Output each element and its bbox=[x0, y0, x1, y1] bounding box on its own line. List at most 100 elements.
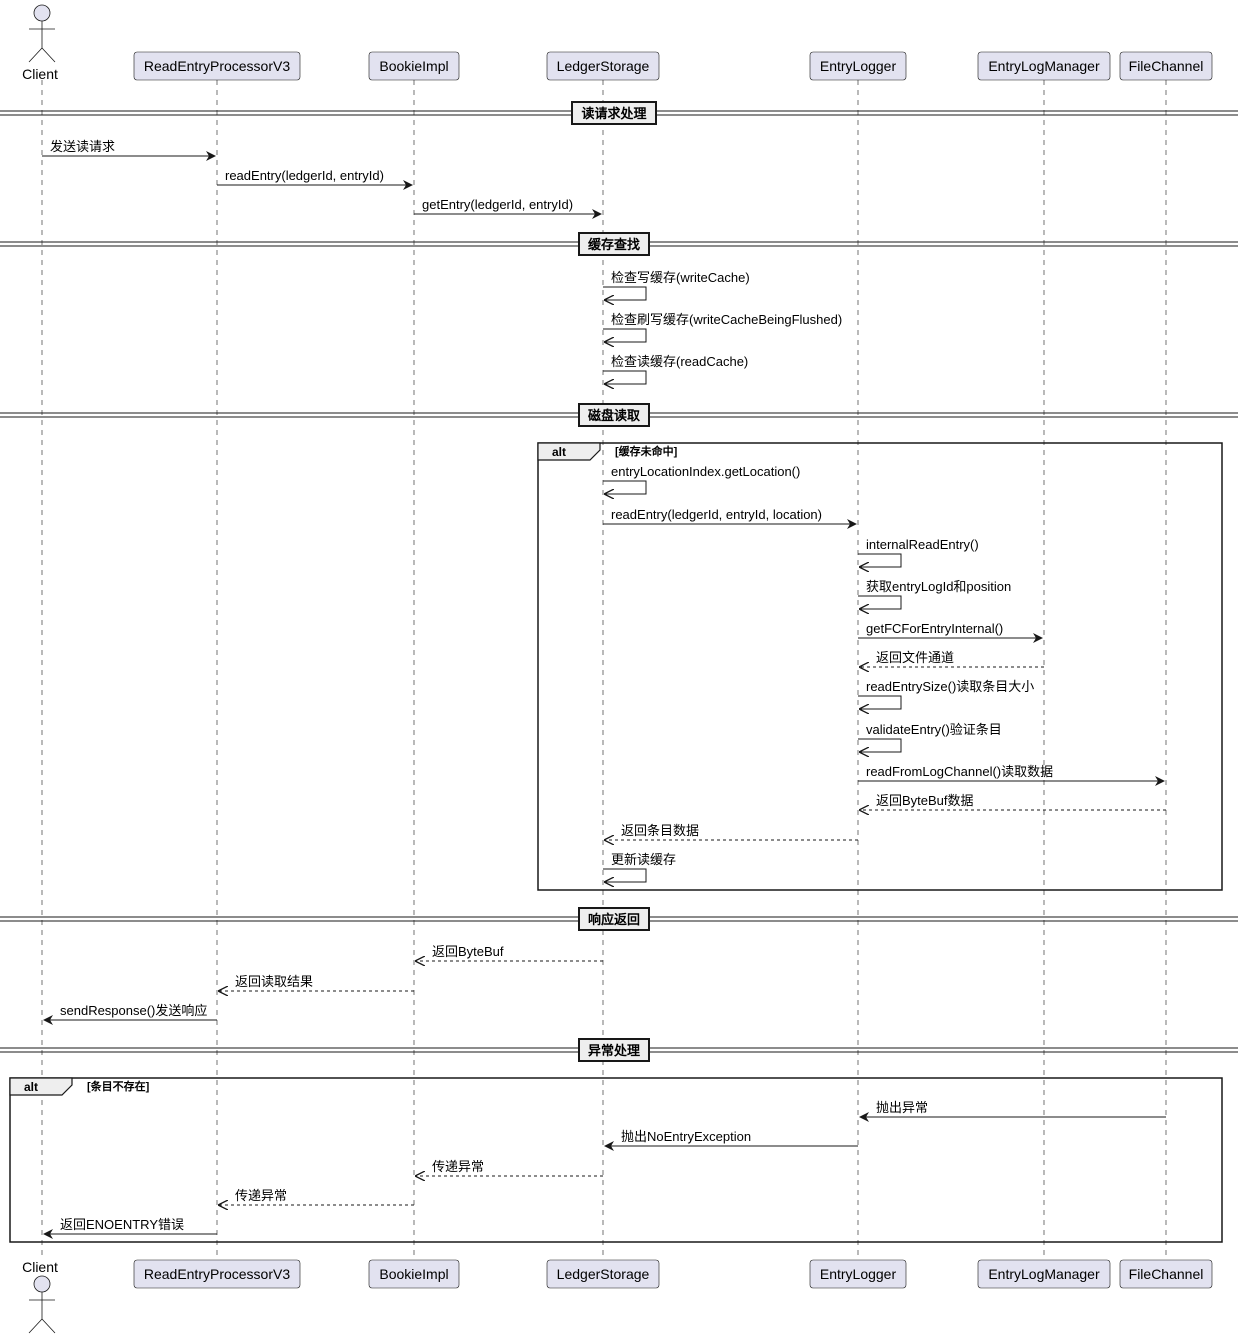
message-label: getFCForEntryInternal() bbox=[866, 621, 1003, 636]
message-2: readEntry(ledgerId, entryId) bbox=[217, 168, 413, 190]
alt-tag: alt bbox=[24, 1080, 38, 1094]
participant-box bbox=[1119, 51, 1213, 81]
section-divider-5: 异常处理 bbox=[0, 1038, 1238, 1062]
participant-box bbox=[133, 51, 301, 81]
participant-label: FileChannel bbox=[1129, 1266, 1204, 1282]
message-label: 传递异常 bbox=[235, 1188, 287, 1203]
participant-label: EntryLogManager bbox=[988, 1266, 1100, 1282]
participant-label: LedgerStorage bbox=[557, 1266, 650, 1282]
section-label: 响应返回 bbox=[588, 912, 640, 927]
participant-client-bottom: Client bbox=[22, 1259, 58, 1334]
message-8: readEntry(ledgerId, entryId, location) bbox=[603, 507, 857, 529]
message-label: readEntrySize()读取条目大小 bbox=[866, 679, 1034, 694]
participant-box bbox=[133, 1259, 301, 1289]
participant-box bbox=[809, 1259, 907, 1289]
message-26: 返回ENOENTRY错误 bbox=[43, 1217, 217, 1239]
participant-rep-bottom: ReadEntryProcessorV3 bbox=[133, 1259, 301, 1289]
section-divider-1: 读请求处理 bbox=[0, 101, 1238, 125]
message-9: internalReadEntry() bbox=[858, 537, 979, 567]
message-label: 返回读取结果 bbox=[235, 974, 313, 989]
message-label: readEntry(ledgerId, entryId) bbox=[225, 168, 384, 183]
participant-box bbox=[809, 51, 907, 81]
participant-bookie-bottom: BookieImpl bbox=[368, 1259, 460, 1289]
participant-label: Client bbox=[22, 66, 58, 82]
message-12: 返回文件通道 bbox=[860, 650, 1044, 667]
message-label: readFromLogChannel()读取数据 bbox=[866, 764, 1053, 779]
participant-label: Client bbox=[22, 1259, 58, 1275]
participant-ledger-bottom: LedgerStorage bbox=[546, 1259, 660, 1289]
participant-box bbox=[1119, 1259, 1213, 1289]
alt-block-2: alt [条目不存在] bbox=[9, 1077, 1223, 1243]
alt-condition: [条目不存在] bbox=[87, 1079, 150, 1093]
message-label: getEntry(ledgerId, entryId) bbox=[422, 197, 573, 212]
participant-label: EntryLogger bbox=[820, 58, 897, 74]
participant-box bbox=[546, 51, 660, 81]
participant-box bbox=[546, 1259, 660, 1289]
section-divider-2: 缓存查找 bbox=[0, 232, 1238, 256]
section-divider-3: 磁盘读取 bbox=[0, 403, 1238, 427]
message-label: 传递异常 bbox=[432, 1159, 484, 1174]
message-1: 发送读请求 bbox=[42, 139, 216, 161]
message-15: readFromLogChannel()读取数据 bbox=[858, 764, 1165, 786]
message-label: validateEntry()验证条目 bbox=[866, 722, 1002, 737]
message-22: 抛出异常 bbox=[859, 1100, 1166, 1122]
message-label: entryLocationIndex.getLocation() bbox=[611, 464, 800, 479]
participant-box bbox=[368, 51, 460, 81]
message-14: validateEntry()验证条目 bbox=[858, 722, 1002, 752]
participant-rep-top: ReadEntryProcessorV3 bbox=[133, 51, 301, 81]
message-label: sendResponse()发送响应 bbox=[60, 1003, 207, 1018]
message-5: 检查刷写缓存(writeCacheBeingFlushed) bbox=[603, 312, 842, 342]
participant-label: ReadEntryProcessorV3 bbox=[144, 58, 291, 74]
participant-label: ReadEntryProcessorV3 bbox=[144, 1266, 291, 1282]
message-4: 检查写缓存(writeCache) bbox=[603, 270, 750, 300]
message-24: 传递异常 bbox=[416, 1159, 603, 1176]
message-16: 返回ByteBuf数据 bbox=[860, 793, 1166, 810]
section-label: 读请求处理 bbox=[581, 106, 646, 121]
participant-label: LedgerStorage bbox=[557, 58, 650, 74]
message-label: 更新读缓存 bbox=[611, 852, 676, 867]
message-label: 返回ENOENTRY错误 bbox=[60, 1217, 184, 1232]
message-10: 获取entryLogId和position bbox=[858, 579, 1011, 609]
participant-ledger-top: LedgerStorage bbox=[546, 51, 660, 81]
message-13: readEntrySize()读取条目大小 bbox=[858, 679, 1034, 709]
participant-box bbox=[977, 51, 1111, 81]
section-divider-4: 响应返回 bbox=[0, 907, 1238, 931]
message-label: 抛出异常 bbox=[876, 1100, 928, 1115]
participant-label: BookieImpl bbox=[379, 1266, 448, 1282]
participant-bookie-top: BookieImpl bbox=[368, 51, 460, 81]
message-label: 发送读请求 bbox=[50, 139, 115, 154]
message-label: 返回文件通道 bbox=[876, 650, 954, 665]
message-label: 获取entryLogId和position bbox=[866, 579, 1011, 594]
message-label: 返回条目数据 bbox=[621, 823, 699, 838]
participant-label: FileChannel bbox=[1129, 58, 1204, 74]
message-label: 检查读缓存(readCache) bbox=[611, 354, 748, 369]
alt-condition: [缓存未命中] bbox=[615, 444, 678, 458]
message-label: 检查写缓存(writeCache) bbox=[611, 270, 750, 285]
message-6: 检查读缓存(readCache) bbox=[603, 354, 748, 384]
message-label: readEntry(ledgerId, entryId, location) bbox=[611, 507, 822, 522]
participant-label: EntryLogger bbox=[820, 1266, 897, 1282]
participant-logmgr-top: EntryLogManager bbox=[977, 51, 1111, 81]
participant-label: EntryLogManager bbox=[988, 58, 1100, 74]
message-label: 返回ByteBuf数据 bbox=[876, 793, 974, 808]
message-11: getFCForEntryInternal() bbox=[858, 621, 1043, 643]
participant-fc-top: FileChannel bbox=[1119, 51, 1213, 81]
message-3: getEntry(ledgerId, entryId) bbox=[414, 197, 602, 219]
participant-logger-top: EntryLogger bbox=[809, 51, 907, 81]
message-25: 传递异常 bbox=[219, 1188, 414, 1205]
message-label: 抛出NoEntryException bbox=[621, 1129, 751, 1144]
message-23: 抛出NoEntryException bbox=[604, 1129, 858, 1151]
section-label: 异常处理 bbox=[588, 1043, 640, 1058]
section-label: 磁盘读取 bbox=[588, 408, 641, 423]
participant-box bbox=[977, 1259, 1111, 1289]
section-label: 缓存查找 bbox=[588, 237, 640, 252]
message-label: 返回ByteBuf bbox=[432, 944, 504, 959]
participant-fc-bottom: FileChannel bbox=[1119, 1259, 1213, 1289]
message-19: 返回ByteBuf bbox=[416, 944, 603, 961]
participant-logger-bottom: EntryLogger bbox=[809, 1259, 907, 1289]
message-21: sendResponse()发送响应 bbox=[43, 1003, 217, 1025]
participant-label: BookieImpl bbox=[379, 58, 448, 74]
participant-client-top: Client bbox=[22, 4, 58, 82]
message-label: internalReadEntry() bbox=[866, 537, 979, 552]
message-7: entryLocationIndex.getLocation() bbox=[603, 464, 800, 494]
